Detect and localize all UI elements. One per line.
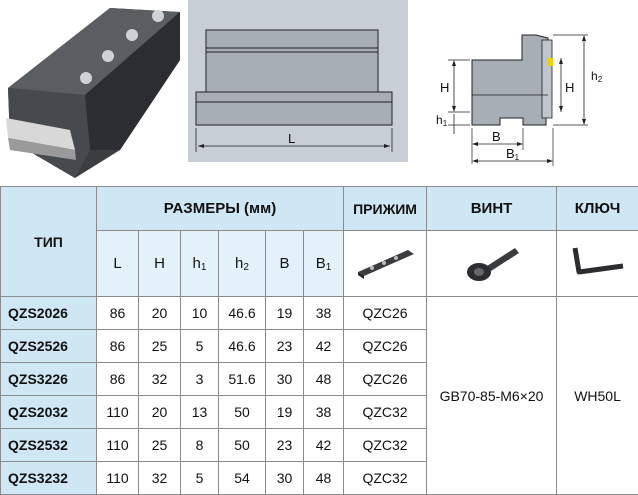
cell-h2: 46.6 [218,329,266,363]
cell-B: 23 [265,428,304,462]
dim-h1-label: h1 [436,113,448,128]
dim-L-label: L [288,131,295,146]
cell-B1: 38 [302,395,345,429]
cell-clamp: QZC32 [343,395,428,429]
cell-h1: 5 [180,329,219,363]
dim-B1-label: B1 [506,146,520,162]
row-type: QZS2532 [0,428,97,462]
cell-H: 20 [138,395,181,429]
cell-B1: 48 [302,461,345,495]
cell-B: 23 [265,329,304,363]
row-type: QZS3232 [0,461,97,495]
cell-H: 20 [138,296,181,330]
cell-clamp: QZC32 [343,428,428,462]
col-H: H [138,230,181,297]
screw-header: ВИНТ [426,186,558,231]
drawing-strip: L H h1 [0,0,638,185]
cell-L: 110 [96,461,139,495]
cell-h1: 8 [180,428,219,462]
cell-clamp: QZC26 [343,296,428,330]
cell-H: 25 [138,428,181,462]
col-h2: h2 [218,230,266,297]
cell-B1: 42 [302,428,345,462]
cell-L: 110 [96,428,139,462]
cell-L: 86 [96,296,139,330]
cell-h2: 50 [218,395,266,429]
dims-header: РАЗМЕРЫ (мм) [95,186,345,231]
side-view-drawing: H h1 H h2 [408,0,638,175]
row-type: QZS3226 [0,362,97,396]
type-header: ТИП [0,186,97,297]
cell-h1: 5 [180,461,219,495]
key-header: КЛЮЧ [556,186,638,231]
cell-L: 86 [96,362,139,396]
cell-B: 30 [265,362,304,396]
cell-B1: 42 [302,329,345,363]
front-view-drawing: L [188,0,408,162]
cell-H: 32 [138,461,181,495]
row-type: QZS2032 [0,395,97,429]
cell-clamp: QZC26 [343,329,428,363]
cell-h1: 3 [180,362,219,396]
row-type: QZS2526 [0,329,97,363]
cell-B1: 38 [302,296,345,330]
cell-key: WH50L [556,296,638,495]
cell-clamp: QZC32 [343,461,428,495]
cell-H: 32 [138,362,181,396]
dim-H-right-label: H [565,80,574,95]
key-image [556,230,638,297]
hex-screw-icon [466,248,519,281]
col-B: B [265,230,304,297]
cell-B1: 48 [302,362,345,396]
cell-h2: 46.6 [218,296,266,330]
cell-h1: 10 [180,296,219,330]
product-photo [0,0,188,185]
tool-block-photo-icon [6,8,180,178]
clamp-image [343,230,428,297]
cell-L: 110 [96,395,139,429]
clamp-header: ПРИЖИМ [343,186,428,231]
screw-image [426,230,558,297]
cell-B: 19 [265,296,304,330]
hex-key-icon [572,247,623,275]
cell-screw: GB70-85-M6×20 [426,296,558,495]
dim-h2-label: h2 [591,69,603,84]
cell-h2: 51.6 [218,362,266,396]
clamp-bar-icon [358,250,415,279]
cell-L: 86 [96,329,139,363]
col-h1: h1 [180,230,219,297]
dim-B-label: B [492,129,501,144]
spec-table: ТИП РАЗМЕРЫ (мм) ПРИЖИМ ВИНТ КЛЮЧ L H h1… [0,186,638,495]
cell-h2: 50 [218,428,266,462]
cell-h1: 13 [180,395,219,429]
cell-B: 30 [265,461,304,495]
cell-H: 25 [138,329,181,363]
cell-h2: 54 [218,461,266,495]
dim-H-left-label: H [440,80,449,95]
col-L: L [96,230,139,297]
cell-B: 19 [265,395,304,429]
col-B1: B1 [302,230,345,297]
row-type: QZS2026 [0,296,97,330]
cell-clamp: QZC26 [343,362,428,396]
